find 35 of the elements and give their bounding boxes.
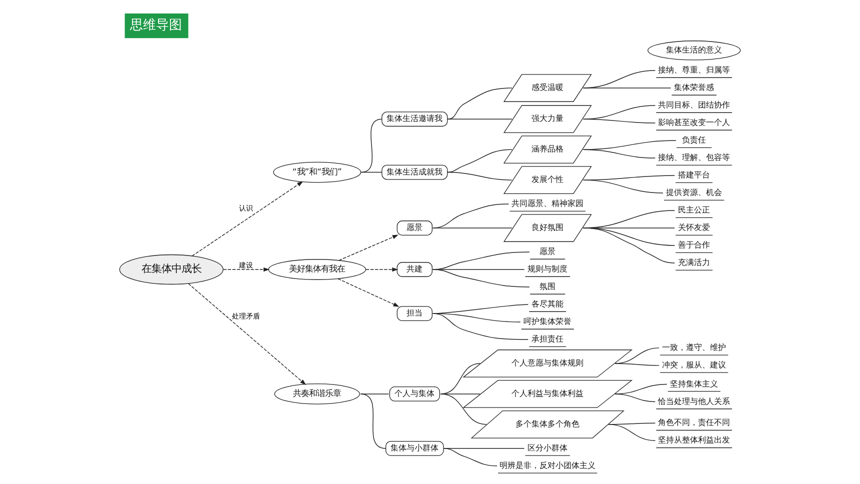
connector bbox=[443, 448, 498, 466]
arrow bbox=[338, 278, 400, 307]
connector bbox=[360, 172, 382, 173]
connector bbox=[447, 88, 512, 120]
connector bbox=[447, 118, 512, 120]
node-ellipse: 在集体中成长 bbox=[119, 254, 224, 285]
connector bbox=[582, 118, 656, 124]
connector bbox=[440, 394, 488, 425]
connector bbox=[440, 363, 481, 394]
node-ellipse: “我”和“我们” bbox=[273, 162, 362, 183]
connector bbox=[432, 269, 530, 288]
connector bbox=[447, 172, 512, 180]
connector bbox=[447, 149, 512, 173]
arrow bbox=[338, 234, 398, 261]
connector bbox=[582, 140, 676, 150]
node-ellipse: 共奏和谐乐章 bbox=[274, 384, 360, 404]
connector bbox=[360, 118, 382, 173]
connector bbox=[432, 313, 521, 322]
connector bbox=[582, 228, 676, 264]
arrow bbox=[192, 181, 304, 256]
connector bbox=[582, 149, 656, 158]
arrow bbox=[366, 267, 398, 272]
connector bbox=[614, 394, 656, 402]
arrow bbox=[223, 267, 270, 272]
connector bbox=[432, 313, 529, 340]
connector bbox=[582, 105, 656, 120]
node-ellipse: 美好集体有我在 bbox=[268, 259, 366, 280]
connector bbox=[432, 269, 525, 270]
connector bbox=[614, 363, 660, 366]
connector bbox=[360, 394, 386, 449]
connector bbox=[582, 180, 664, 194]
connector bbox=[432, 252, 530, 270]
diagram-title: 思维导图 bbox=[130, 18, 182, 34]
connector bbox=[608, 424, 656, 441]
arrow bbox=[188, 283, 306, 385]
